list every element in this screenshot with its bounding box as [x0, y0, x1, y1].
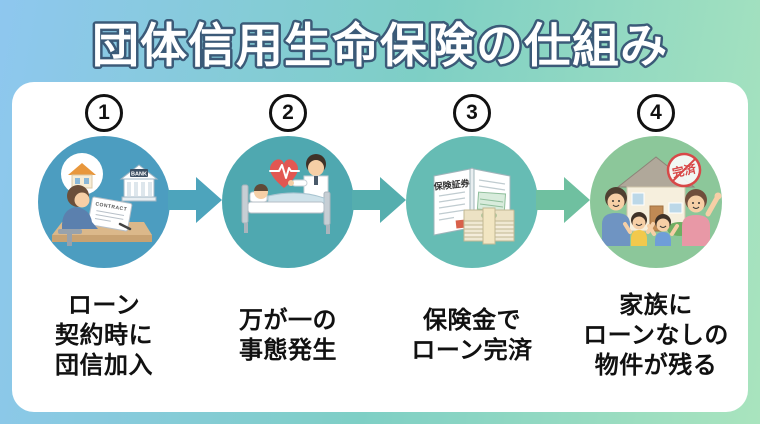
step-4-label-line: 物件が残る — [594, 352, 718, 380]
page-title-text: 団体信用生命保険の仕組み — [92, 19, 668, 72]
loan-contract-signing-illustration: BANK — [38, 136, 170, 268]
step-1-number-badge: 1 — [85, 94, 123, 132]
steps-card: 1 BANK — [12, 82, 748, 412]
paid-off-stamp-icon: 完済 — [666, 152, 702, 188]
step-1-label-line: 団信加入 — [55, 352, 153, 380]
step-1-label-line: 契約時に — [55, 321, 153, 349]
person-signing — [58, 185, 98, 246]
step-3-number-badge: 3 — [453, 94, 491, 132]
insurance-payout-illustration: 保険証券 — [406, 136, 538, 268]
right-arrow-icon — [168, 177, 222, 223]
hospital-bed — [241, 184, 331, 234]
step-2-label: 万が一の 事態発生 — [239, 268, 337, 412]
step-1-label: ローン 契約時に 団信加入 — [55, 268, 153, 412]
step-1: 1 BANK — [12, 82, 196, 412]
page-title: 団体信用生命保険の仕組み — [90, 17, 670, 75]
contract-paper-icon: CONTRACT — [87, 196, 133, 232]
step-3-label: 保険金で ローン完済 — [411, 268, 532, 412]
step-3-label-line: ローン完済 — [411, 337, 533, 364]
step-2-label-line: 万が一の — [239, 306, 337, 334]
step-3: 3 保険証券 — [380, 82, 564, 412]
family-house-paid-off-illustration: 完済 — [590, 136, 722, 268]
step-2: 2 — [196, 82, 380, 412]
money-stack-icon — [463, 207, 515, 245]
step-4-number-badge: 4 — [637, 94, 675, 132]
hospital-emergency-illustration — [222, 136, 354, 268]
right-arrow-icon — [352, 177, 406, 223]
step-3-label-line: 保険金で — [423, 306, 521, 334]
desk-front — [52, 235, 152, 242]
svg-text:BANK: BANK — [131, 172, 147, 178]
step-2-label-line: 事態発生 — [239, 337, 337, 364]
step-4-label-line: ローンなしの — [583, 321, 729, 349]
svg-text:CONTRACT: CONTRACT — [95, 201, 128, 212]
step-4: 4 — [564, 82, 748, 412]
right-arrow-icon — [536, 177, 590, 223]
step-4-label: 家族に ローンなしの 物件が残る — [583, 268, 729, 412]
step-1-label-line: ローン — [67, 291, 141, 319]
svg-text:保険証券: 保険証券 — [432, 177, 471, 192]
pen-icon — [118, 222, 132, 231]
steps-row: 1 BANK — [12, 82, 748, 412]
bank-icon: BANK — [119, 164, 159, 202]
step-2-number-badge: 2 — [269, 94, 307, 132]
insurance-policy-book-icon: 保険証券 — [432, 167, 511, 236]
family-figures — [602, 187, 722, 246]
step-4-label-line: 家族に — [619, 291, 693, 319]
